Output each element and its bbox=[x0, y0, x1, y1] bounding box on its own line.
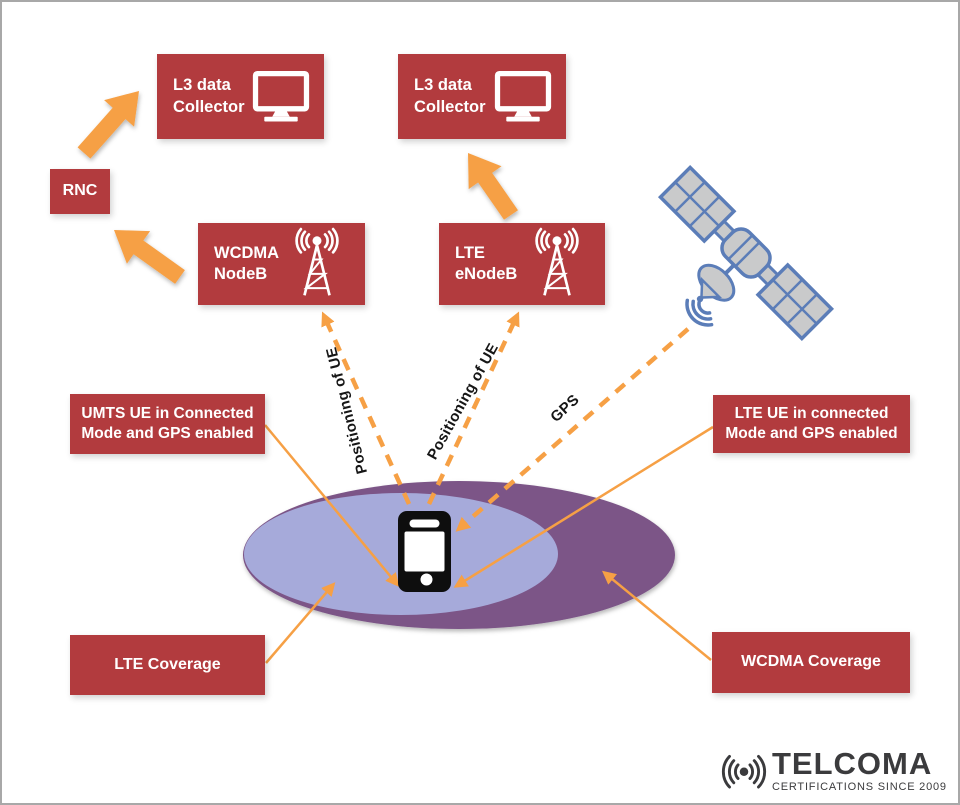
smartphone-icon bbox=[398, 511, 451, 592]
node-label: L3 data Collector bbox=[414, 76, 486, 116]
arrow-rnc-to-l3 bbox=[77, 91, 139, 159]
logo-name: TELCOMA bbox=[772, 745, 933, 781]
node-l3-collector-left: L3 data Collector bbox=[157, 54, 324, 139]
cell-tower-icon bbox=[535, 227, 579, 296]
callout-lte-coverage: LTE Coverage bbox=[70, 635, 265, 695]
callout-umts-ue: UMTS UE in Connected Mode and GPS enable… bbox=[70, 394, 265, 454]
callout-label: UMTS UE in Connected Mode and GPS enable… bbox=[81, 404, 254, 442]
logo-tagline: CERTIFICATIONS SINCE 2009 bbox=[772, 780, 947, 793]
node-label: L3 data Collector bbox=[173, 76, 245, 116]
monitor-icon bbox=[252, 71, 310, 122]
connector-umts-label-to-ue bbox=[264, 424, 400, 587]
monitor-icon bbox=[494, 71, 552, 122]
node-rnc: RNC bbox=[50, 169, 110, 214]
connector-lteue-label-to-ue bbox=[453, 425, 714, 588]
callout-label: LTE UE in connected Mode and GPS enabled bbox=[725, 404, 898, 442]
connector-ltecov-label-to-ellipse bbox=[265, 582, 336, 664]
coverage-ellipses bbox=[243, 481, 675, 629]
link-satellite-to-ue bbox=[455, 327, 690, 532]
block-arrows bbox=[77, 91, 518, 284]
arrow-enodeb-to-l3 bbox=[468, 153, 518, 220]
callout-wcdma-coverage: WCDMA Coverage bbox=[712, 632, 910, 693]
radio-waves-icon bbox=[721, 754, 767, 789]
node-label: LTE eNodeB bbox=[455, 243, 518, 283]
link-ue-to-wcdma-nodeb bbox=[321, 311, 412, 505]
telcoma-logo: TELCOMA CERTIFICATIONS SINCE 2009 bbox=[721, 743, 953, 797]
node-lte-enodeb: LTE eNodeB bbox=[439, 223, 605, 305]
link-ue-to-lte-enodeb bbox=[426, 311, 520, 505]
arrow-wcdma-to-rnc bbox=[114, 230, 185, 284]
callout-label: WCDMA Coverage bbox=[741, 653, 881, 671]
radio-waves-icon bbox=[685, 298, 714, 327]
node-label: WCDMA NodeB bbox=[214, 243, 280, 283]
node-l3-collector-right: L3 data Collector bbox=[398, 54, 566, 139]
node-wcdma-nodeb: WCDMA NodeB bbox=[198, 223, 365, 305]
callout-connectors bbox=[264, 424, 714, 664]
satellite-icon bbox=[657, 164, 835, 342]
cell-tower-icon bbox=[295, 227, 339, 296]
callout-lte-ue: LTE UE in connected Mode and GPS enabled bbox=[713, 395, 910, 453]
connector-wcdmacov-label-to-ellipse bbox=[602, 570, 712, 661]
callout-label: LTE Coverage bbox=[114, 655, 221, 673]
dashed-links bbox=[321, 311, 690, 532]
node-label: RNC bbox=[62, 182, 98, 200]
